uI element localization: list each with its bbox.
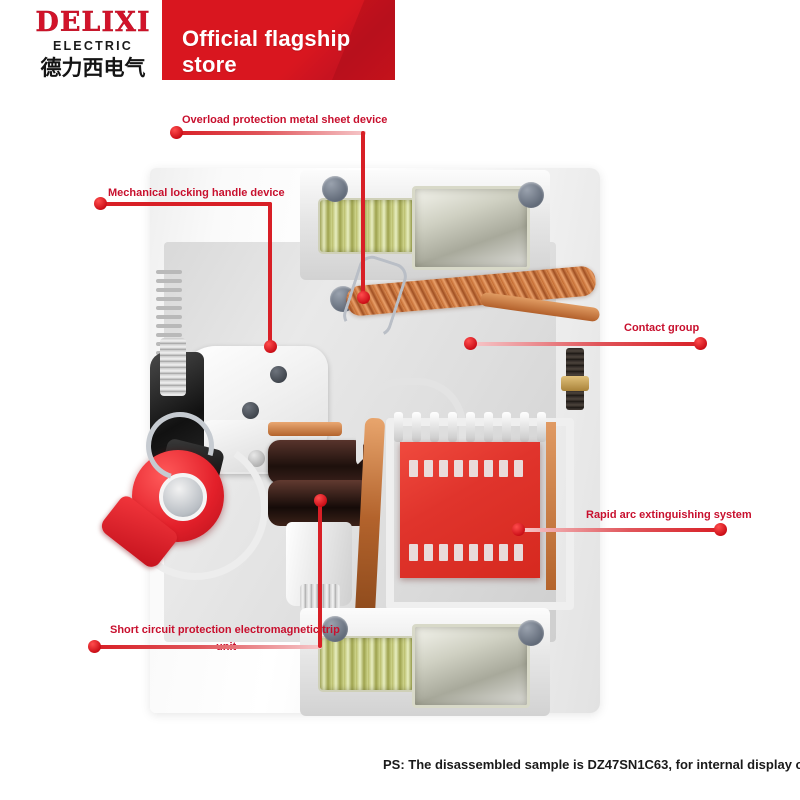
annotation-overload-drop (361, 131, 365, 299)
annotation-contact-group-target-dot (464, 337, 477, 350)
annotation-short-circuit-riser (318, 500, 322, 648)
annotation-short-circuit-label-line1: Short circuit protection electromagnetic… (110, 624, 340, 636)
bottom-bolt-pad (322, 616, 348, 642)
brand-logo-main: DELIXI (35, 7, 151, 38)
arc-runner-rail (546, 422, 556, 590)
annotation-contact-group-leader (470, 342, 702, 346)
annotation-mechanical-lock-target-dot (264, 340, 277, 353)
top-bolt-pad (322, 176, 348, 202)
arc-chute-fins (394, 412, 546, 442)
annotation-arc-system-origin-dot (714, 523, 727, 536)
annotation-arc-system-label: Rapid arc extinguishing system (586, 509, 752, 521)
brand-logo-chinese: 德力西电气 (40, 56, 146, 80)
return-spring (160, 338, 186, 396)
arc-chute-block (400, 442, 540, 578)
page-header: DELIXI ELECTRIC 德力西电气 Official flagship … (0, 0, 800, 90)
solenoid-coil-upper (268, 440, 366, 484)
product-cutaway-image (97, 150, 601, 730)
top-terminal-screw (318, 198, 416, 254)
annotation-contact-group-origin-dot (694, 337, 707, 350)
annotation-mechanical-lock-drop (268, 202, 272, 347)
annotation-arc-system-target-dot (512, 523, 525, 536)
flagship-store-banner: Official flagship store (162, 0, 395, 80)
annotation-short-circuit-leader (96, 645, 322, 649)
latch-pin-lower (248, 450, 265, 467)
trip-copper-bar (268, 422, 342, 436)
annotation-arc-system-leader (520, 528, 720, 532)
annotation-overload-origin-dot (170, 126, 183, 139)
side-terminal-bolt (561, 348, 589, 410)
top-terminal-cage-clamp (412, 186, 530, 270)
flagship-store-banner-text: Official flagship store (182, 26, 351, 77)
annotation-mechanical-lock-origin-dot (94, 197, 107, 210)
annotation-mechanical-lock-label: Mechanical locking handle device (108, 187, 285, 199)
annotation-short-circuit-target-dot (314, 494, 327, 507)
bottom-right-bolt-pad (518, 620, 544, 646)
annotation-short-circuit-origin-dot (88, 640, 101, 653)
latch-pin-mid (242, 402, 259, 419)
annotation-overload-label: Overload protection metal sheet device (182, 114, 388, 126)
latch-pin-upper (270, 366, 287, 383)
brand-logo-subtitle: ELECTRIC (52, 39, 134, 53)
annotation-mechanical-lock-leader (100, 202, 272, 206)
annotation-contact-group-label: Contact group (624, 322, 700, 334)
bottom-terminal-screw (318, 636, 416, 692)
bottom-terminal-cage-clamp (412, 624, 530, 708)
annotation-overload-leader (176, 131, 366, 135)
top-right-bolt-pad (518, 182, 544, 208)
brand-logo: DELIXI ELECTRIC 德力西电气 (28, 7, 158, 80)
arc-chute-frame (386, 418, 574, 610)
annotation-overload-target-dot (357, 291, 370, 304)
disclaimer-note: PS: The disassembled sample is DZ47SN1C6… (383, 757, 800, 772)
